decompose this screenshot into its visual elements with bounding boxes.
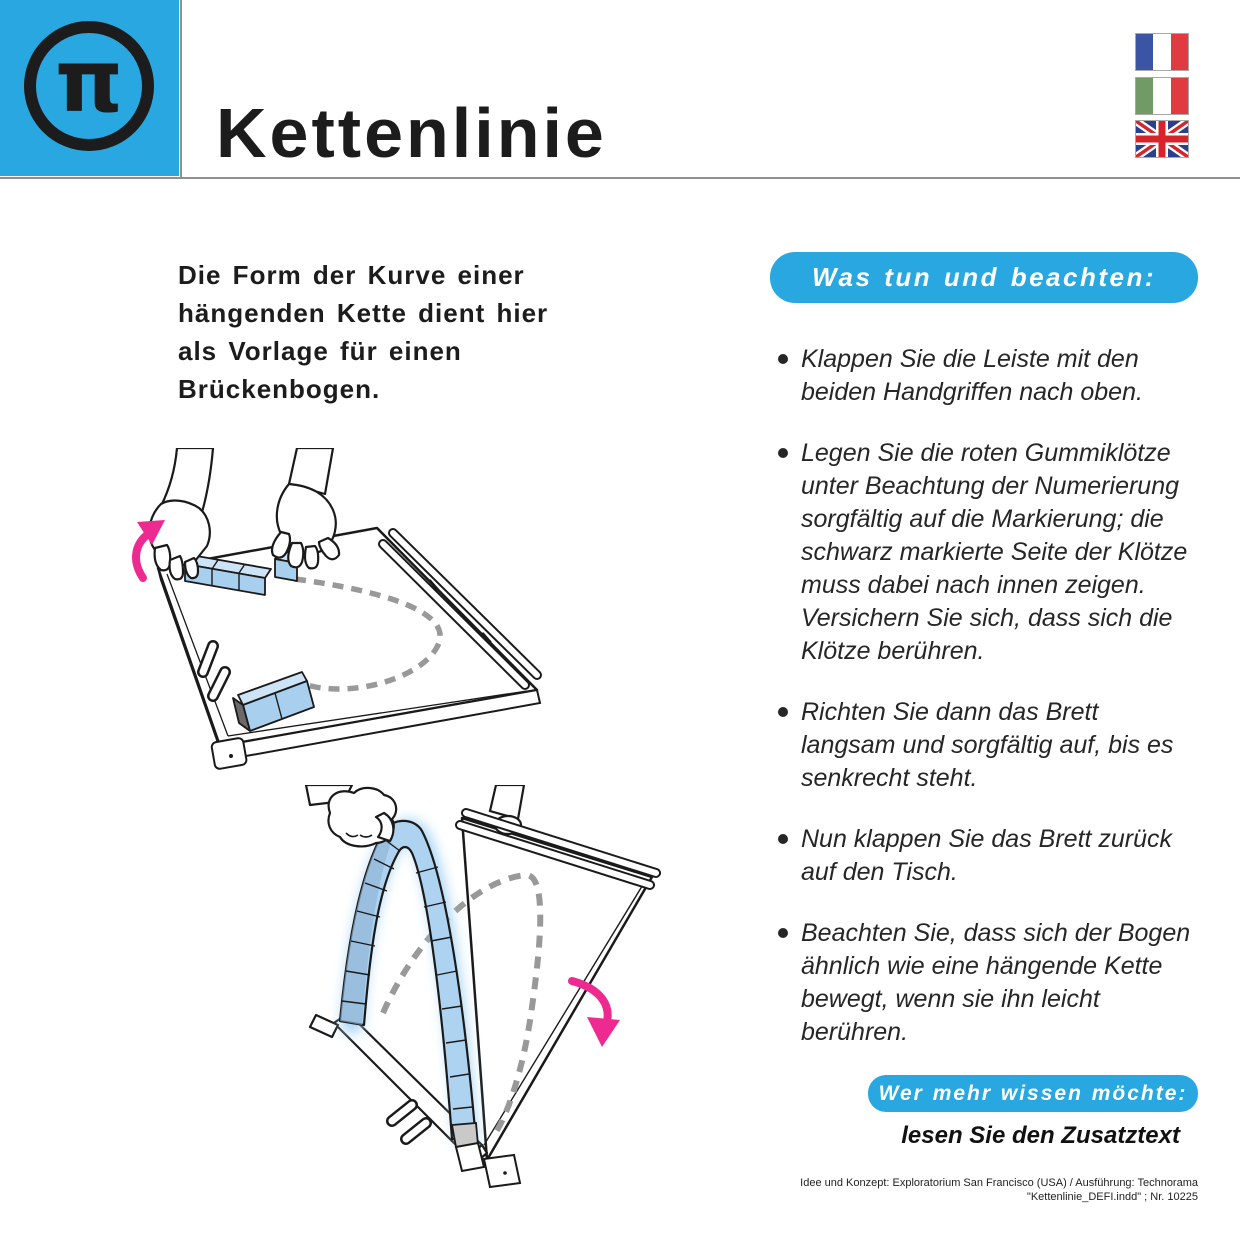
union-jack-graphic bbox=[1136, 121, 1188, 157]
more-info-header: Wer mehr wissen möchte: bbox=[868, 1075, 1198, 1112]
instruction-text: Legen Sie die roten Gummiklötze unter Be… bbox=[801, 439, 1188, 665]
instruction-item: Beachten Sie, dass sich der Bogen ähnlic… bbox=[778, 917, 1198, 1049]
footer-line-2: "Kettenlinie_DEFI.indd" ; Nr. 10225 bbox=[1026, 1191, 1198, 1203]
corner-feet bbox=[454, 1141, 522, 1189]
flag-stripe bbox=[1153, 34, 1171, 70]
instructions-panel: Was tun und beachten: Klappen Sie die Le… bbox=[770, 252, 1198, 1077]
left-hand bbox=[148, 448, 215, 581]
instruction-item: Legen Sie die roten Gummiklötze unter Be… bbox=[778, 437, 1198, 668]
flag-stripe bbox=[1136, 34, 1154, 70]
blue-blocks-stack bbox=[232, 671, 315, 732]
instruction-text: Nun klappen Sie das Brett zurück auf den… bbox=[801, 825, 1173, 886]
instruction-text: Beachten Sie, dass sich der Bogen ähnlic… bbox=[801, 919, 1191, 1046]
instruction-text: Richten Sie dann das Brett langsam und s… bbox=[801, 698, 1174, 792]
pi-symbol: π bbox=[54, 32, 124, 132]
right-hand bbox=[270, 448, 341, 570]
bullet-dot bbox=[778, 448, 788, 458]
page-title: Kettenlinie bbox=[216, 94, 607, 172]
flag-stripe bbox=[1170, 78, 1188, 114]
tilt-back-arrow bbox=[568, 977, 620, 1047]
top-rail bbox=[455, 808, 661, 890]
instruction-item: Klappen Sie die Leiste mit den beiden Ha… bbox=[778, 343, 1198, 409]
instruction-item: Richten Sie dann das Brett langsam und s… bbox=[778, 696, 1198, 795]
corner-foot bbox=[210, 737, 248, 770]
bullet-dot bbox=[778, 707, 788, 717]
instructions-header: Was tun und beachten: bbox=[770, 252, 1198, 303]
footer-line-1: Idee und Konzept: Exploratorium San Fran… bbox=[800, 1177, 1198, 1189]
more-info: Wer mehr wissen möchte: lesen Sie den Zu… bbox=[868, 1075, 1198, 1150]
illustration-flat-board bbox=[125, 448, 570, 808]
bullet-dot bbox=[778, 928, 788, 938]
handle-pegs bbox=[197, 640, 231, 702]
holding-hand bbox=[304, 785, 398, 848]
dashed-curve bbox=[294, 576, 443, 692]
instruction-item: Nun klappen Sie das Brett zurück auf den… bbox=[778, 823, 1198, 889]
board-outline-2 bbox=[460, 816, 654, 1162]
footer-credits: Idee und Konzept: Exploratorium San Fran… bbox=[800, 1176, 1198, 1204]
rail bbox=[378, 528, 542, 690]
uk-flag bbox=[1135, 120, 1189, 158]
base-handle-pegs bbox=[386, 1099, 432, 1145]
instruction-text: Klappen Sie die Leiste mit den beiden Ha… bbox=[801, 345, 1143, 406]
flag-stripe bbox=[1170, 34, 1188, 70]
illustration-upright-arch bbox=[300, 785, 700, 1205]
flip-up-arrow bbox=[132, 520, 165, 582]
upright-arch-graphic bbox=[304, 785, 661, 1189]
intro-text: Die Form der Kurve einer hängenden Kette… bbox=[178, 260, 549, 404]
more-info-subtext: lesen Sie den Zusatztext bbox=[901, 1122, 1180, 1149]
french-flag bbox=[1135, 33, 1189, 71]
italian-flag bbox=[1135, 77, 1189, 115]
flag-stripe bbox=[1153, 78, 1171, 114]
header-divider bbox=[0, 177, 1240, 179]
pi-logo: π bbox=[0, 0, 179, 176]
flat-board-graphic bbox=[132, 448, 542, 770]
flag-stripe bbox=[1136, 78, 1154, 114]
instructions-list: Klappen Sie die Leiste mit den beiden Ha… bbox=[770, 343, 1198, 1049]
header-vertical-divider bbox=[180, 0, 182, 177]
bullet-dot bbox=[778, 354, 788, 364]
bullet-dot bbox=[778, 834, 788, 844]
pi-circle: π bbox=[24, 21, 154, 151]
